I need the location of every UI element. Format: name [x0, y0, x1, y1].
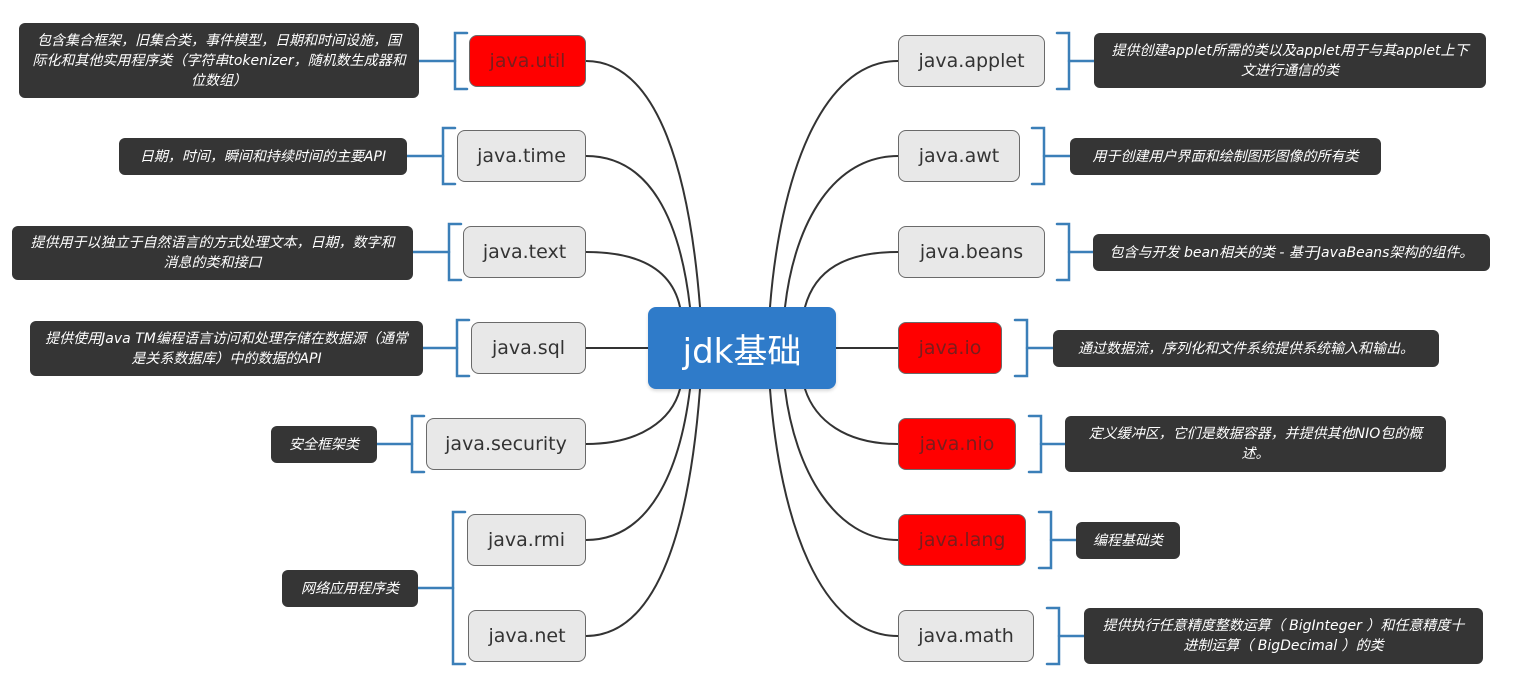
bracket-java-sql — [455, 318, 471, 378]
desc-java-awt: 用于创建用户界面和绘制图形图像的所有类 — [1070, 138, 1381, 175]
bracket-java-math — [1045, 606, 1061, 666]
bracket-java-applet — [1055, 31, 1071, 91]
bracket-java-util — [453, 31, 469, 91]
connector-java-awt — [784, 155, 899, 308]
connector-java-math — [769, 388, 899, 637]
node-java-rmi: java.rmi — [467, 514, 586, 566]
desc-java-applet: 提供创建applet所需的类以及applet用于与其applet上下文进行通信的… — [1094, 33, 1486, 88]
node-java-util: java.util — [469, 35, 586, 87]
desc-java-beans: 包含与开发 bean相关的类 - 基于JavaBeans架构的组件。 — [1093, 234, 1490, 271]
desc-network-group: 网络应用程序类 — [282, 570, 418, 607]
bracket-java-io — [1013, 318, 1029, 378]
node-java-io: java.io — [898, 322, 1002, 374]
connector-java-rmi — [585, 388, 691, 541]
connector-java-text — [585, 251, 681, 308]
node-java-net: java.net — [468, 610, 586, 662]
node-java-time: java.time — [457, 130, 586, 182]
node-java-sql: java.sql — [471, 322, 586, 374]
desc-java-lang: 编程基础类 — [1076, 522, 1180, 559]
connector-java-nio — [804, 388, 899, 445]
connector-java-time — [585, 155, 691, 308]
desc-java-nio: 定义缓冲区，它们是数据容器，并提供其他NIO包的概述。 — [1065, 416, 1446, 472]
desc-java-io: 通过数据流，序列化和文件系统提供系统输入和输出。 — [1053, 330, 1439, 367]
node-java-awt: java.awt — [898, 130, 1020, 182]
node-java-nio: java.nio — [898, 418, 1016, 470]
bracket-network-group — [451, 510, 467, 666]
desc-java-security: 安全框架类 — [271, 426, 377, 463]
connector-java-util — [585, 60, 701, 308]
desc-java-sql: 提供使用Java TM编程语言访问和处理存储在数据源（通常是关系数据库）中的数据… — [30, 321, 423, 376]
node-java-beans: java.beans — [898, 226, 1045, 278]
bracket-java-security — [410, 414, 426, 474]
bracket-java-beans — [1055, 222, 1071, 282]
node-java-security: java.security — [426, 418, 586, 470]
connector-java-net — [585, 388, 701, 637]
desc-java-util: 包含集合框架，旧集合类，事件模型，日期和时间设施，国际化和其他实用程序类（字符串… — [19, 23, 419, 98]
desc-java-text: 提供用于以独立于自然语言的方式处理文本，日期，数字和消息的类和接口 — [12, 226, 413, 280]
bracket-java-text — [447, 222, 463, 282]
node-java-lang: java.lang — [898, 514, 1026, 566]
connector-java-security — [585, 388, 681, 445]
root-node: jdk基础 — [648, 307, 836, 389]
bracket-java-lang — [1037, 510, 1053, 570]
connector-java-applet — [769, 60, 899, 308]
connector-java-beans — [804, 251, 899, 308]
node-java-text: java.text — [463, 226, 586, 278]
bracket-java-time — [441, 126, 457, 186]
connector-java-lang — [784, 388, 899, 541]
node-java-applet: java.applet — [898, 35, 1045, 87]
bracket-java-awt — [1030, 126, 1046, 186]
node-java-math: java.math — [898, 610, 1034, 662]
desc-java-time: 日期，时间，瞬间和持续时间的主要API — [119, 138, 407, 175]
bracket-java-nio — [1027, 414, 1043, 474]
desc-java-math: 提供执行任意精度整数运算（ BigInteger ）和任意精度十进制运算（ Bi… — [1084, 608, 1483, 664]
